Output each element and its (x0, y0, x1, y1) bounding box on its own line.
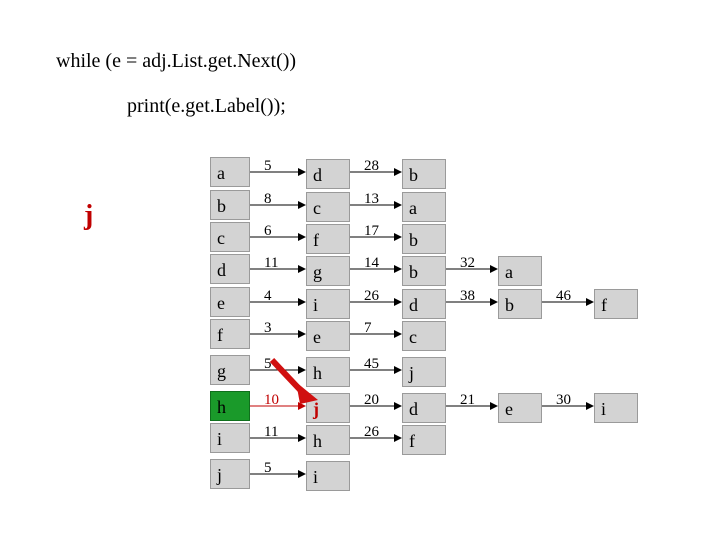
code-line-while: while (e = adj.List.get.Next()) (56, 50, 297, 72)
edge-weight-c-f: 6 (264, 223, 272, 239)
vertex-cell-e: e (210, 287, 250, 317)
edge-target-cell-d-b: b (402, 256, 446, 286)
vertex-cell-h: h (210, 391, 250, 421)
code-line-print: print(e.get.Label()); (127, 95, 286, 117)
edge-target-cell-f-e: e (306, 321, 350, 351)
edge-weight-d-g: 11 (264, 255, 279, 271)
edge-weight-a-b: 28 (364, 158, 379, 174)
edge-target-cell-e-d: d (402, 289, 446, 319)
current-edge-pointer-head (296, 382, 318, 404)
edge-target-cell-g-j: j (402, 357, 446, 387)
edge-target-cell-j-i: i (306, 461, 350, 491)
edge-target-cell-f-c: c (402, 321, 446, 351)
edge-target-cell-c-b: b (402, 224, 446, 254)
edge-target-cell-d-g: g (306, 256, 350, 286)
edge-target-cell-b-a: a (402, 192, 446, 222)
vertex-cell-g: g (210, 355, 250, 385)
edge-weight-b-c: 8 (264, 191, 272, 207)
edge-weight-d-a: 32 (460, 255, 475, 271)
edge-weight-c-b: 17 (364, 223, 379, 239)
vertex-cell-c: c (210, 222, 250, 252)
edge-weight-d-b: 14 (364, 255, 379, 271)
edge-target-cell-g-h: h (306, 357, 350, 387)
edge-weight-h-j: 10 (264, 392, 279, 408)
edge-weight-g-j: 45 (364, 356, 379, 372)
edge-target-cell-i-f: f (402, 425, 446, 455)
edge-weight-f-e: 3 (264, 320, 272, 336)
edge-weight-h-i: 30 (556, 392, 571, 408)
vertex-cell-d: d (210, 254, 250, 284)
edge-weight-e-f: 46 (556, 288, 571, 304)
vertex-cell-a: a (210, 157, 250, 187)
edge-target-cell-a-b: b (402, 159, 446, 189)
current-vertex-label: j (84, 200, 94, 231)
edge-weight-h-e: 21 (460, 392, 475, 408)
edge-weight-b-a: 13 (364, 191, 379, 207)
edge-weight-h-d: 20 (364, 392, 379, 408)
edge-target-cell-c-f: f (306, 224, 350, 254)
edge-target-cell-a-d: d (306, 159, 350, 189)
edge-weight-j-i: 5 (264, 460, 272, 476)
edge-weight-e-d: 26 (364, 288, 379, 304)
edge-target-cell-h-i: i (594, 393, 638, 423)
edge-target-cell-h-e: e (498, 393, 542, 423)
edge-weight-i-h: 11 (264, 424, 279, 440)
edge-weight-i-f: 26 (364, 424, 379, 440)
vertex-cell-f: f (210, 319, 250, 349)
edge-target-cell-e-f: f (594, 289, 638, 319)
vertex-cell-b: b (210, 190, 250, 220)
edge-weight-f-c: 7 (364, 320, 372, 336)
edge-weight-e-b: 38 (460, 288, 475, 304)
edge-weight-e-i: 4 (264, 288, 272, 304)
edge-weight-a-d: 5 (264, 158, 272, 174)
edge-target-cell-b-c: c (306, 192, 350, 222)
edge-target-cell-e-b: b (498, 289, 542, 319)
edge-target-cell-e-i: i (306, 289, 350, 319)
vertex-cell-j: j (210, 459, 250, 489)
edge-target-cell-h-d: d (402, 393, 446, 423)
edge-target-cell-d-a: a (498, 256, 542, 286)
edge-weight-g-h: 5 (264, 356, 272, 372)
edge-target-cell-i-h: h (306, 425, 350, 455)
vertex-cell-i: i (210, 423, 250, 453)
